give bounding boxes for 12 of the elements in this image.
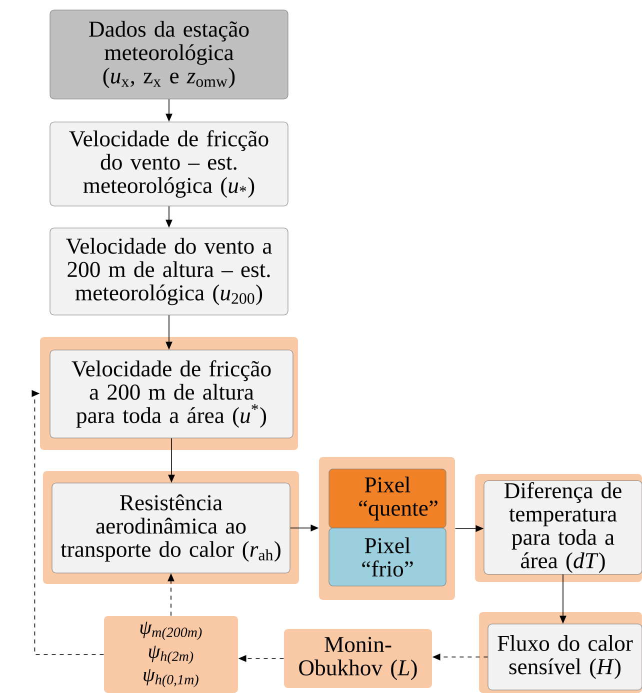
process-box: Diferença de temperatura para toda a área (dT) (484, 480, 642, 574)
process-box: Velocidade do vento a 200 m de altura – est. meteorológica (u$_{200}$) (50, 228, 288, 316)
process-box: Dados da estação meteorológica (u$_{x}$, z$_{x}$ e z$_{omw}$) (50, 10, 288, 100)
process-box: ψ$_{m(200m)}$ ψ$_{h(2m)}$ ψ$_{h(0,1m)}$ (104, 616, 238, 693)
process-box: Fluxo do calor sensível (H) (488, 624, 642, 690)
process-box: Velocidade de fricção a 200 m de altura para toda a área (u$^{*}$) (50, 350, 294, 438)
pixel-box: Pixel “frio” (328, 528, 446, 586)
process-box: Velocidade de fricção do vento – est. meteorológica (u$_{*}$) (50, 122, 288, 206)
process-box: Resistência aerodinâmica ao transporte do calor (r$_{ah}$) (52, 482, 290, 574)
arrow (32, 390, 104, 655)
pixel-box: Pixel “quente” (328, 468, 446, 528)
process-box: Monin-Obukhov (L) (284, 629, 432, 688)
